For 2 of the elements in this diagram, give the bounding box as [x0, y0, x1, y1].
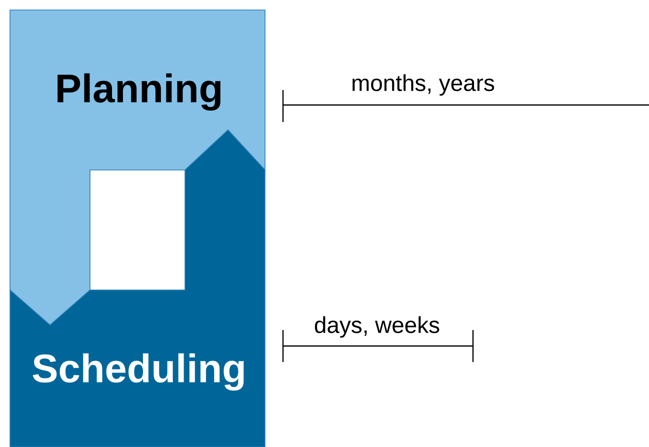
time-span-label: months, years [352, 74, 494, 96]
time-span-label: days, weeks [314, 316, 440, 338]
